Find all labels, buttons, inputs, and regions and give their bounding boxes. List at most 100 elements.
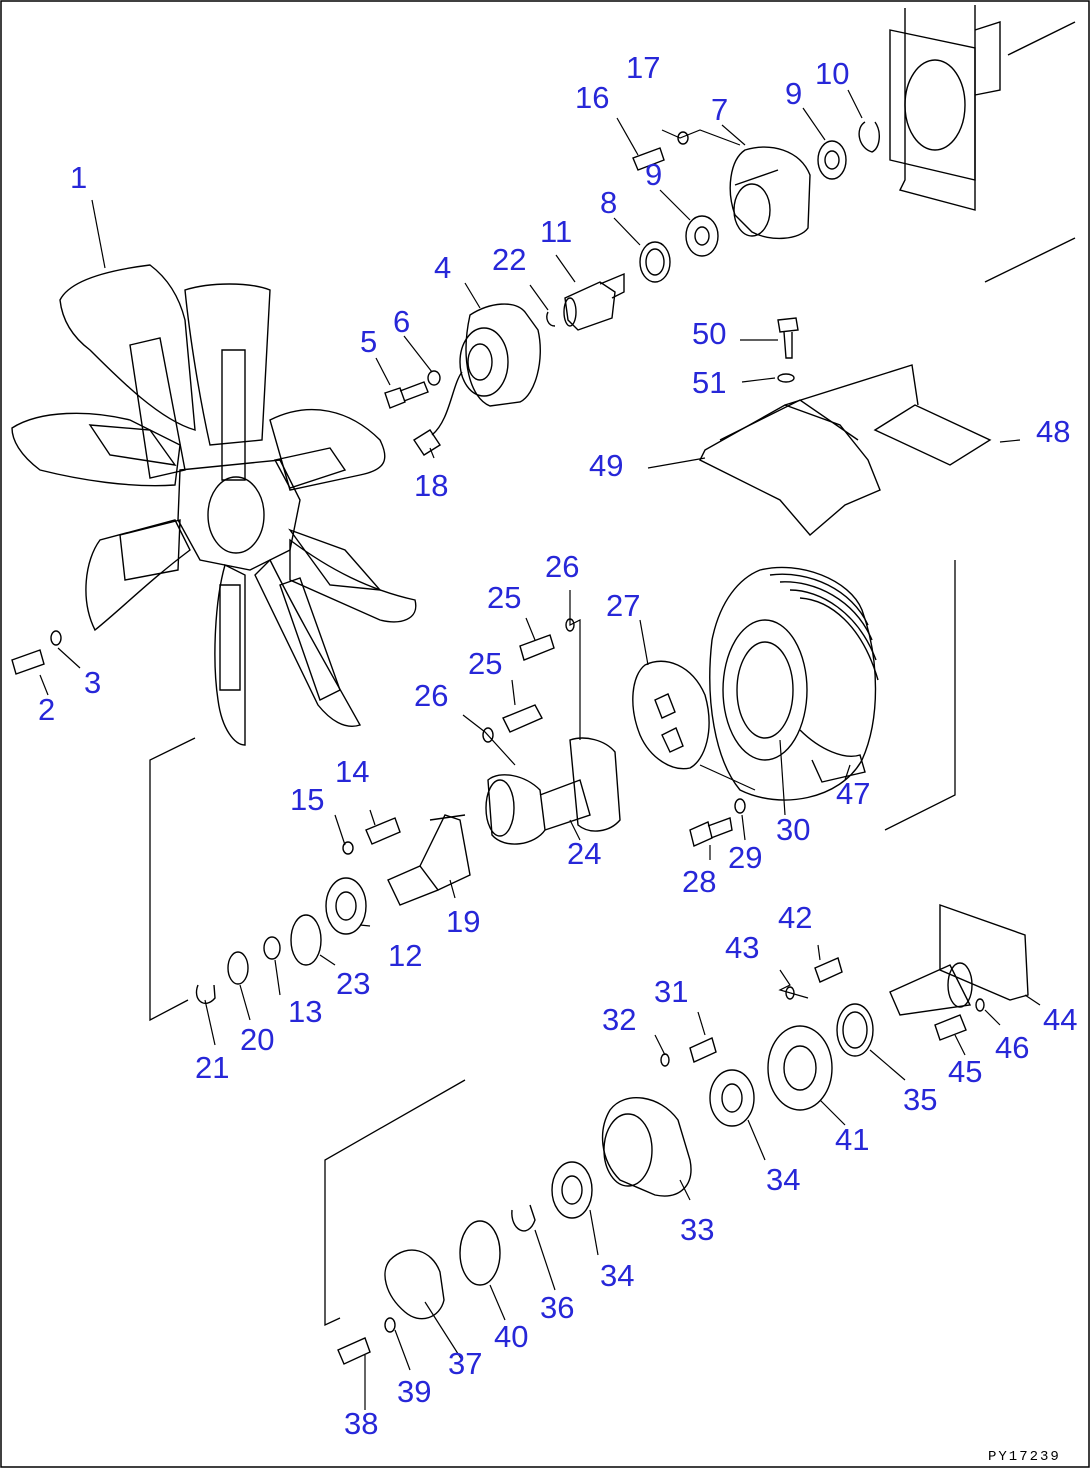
callout-47: 47: [836, 776, 870, 811]
housing-7: [729, 146, 811, 240]
washer-15: [342, 841, 354, 855]
callout-8: 8: [600, 185, 617, 220]
callout-46: 46: [995, 1030, 1029, 1065]
washer-17: [677, 131, 689, 145]
group-bracket-lines: [149, 560, 956, 1327]
leader-lines: [39, 89, 1041, 1410]
callout-41: 41: [835, 1122, 869, 1157]
callout-36: 36: [540, 1290, 574, 1325]
fan-blade-assembly: [11, 264, 417, 746]
callout-24: 24: [567, 836, 601, 871]
shaft-19: [387, 814, 471, 906]
callout-2: 2: [38, 692, 55, 727]
bearing-9a: [685, 215, 719, 257]
callout-48: 48: [1036, 414, 1070, 449]
cover-37: [384, 1249, 445, 1320]
callout-22: 22: [492, 242, 526, 277]
callout-15: 15: [290, 782, 324, 817]
callout-9a: 9: [645, 157, 662, 192]
callout-40: 40: [494, 1319, 528, 1354]
callout-31: 31: [654, 974, 688, 1009]
bolt-25b: [502, 704, 543, 733]
o-ring-23: [290, 914, 322, 966]
callout-21: 21: [195, 1050, 229, 1085]
callout-34b: 34: [600, 1258, 634, 1293]
bearing-13: [263, 936, 281, 960]
bolt-14: [365, 817, 401, 845]
callout-35: 35: [903, 1082, 937, 1117]
washer-51: [777, 373, 795, 383]
seal-35: [836, 1003, 874, 1057]
callout-27: 27: [606, 588, 640, 623]
washer-6: [427, 370, 441, 386]
callout-44: 44: [1043, 1002, 1077, 1037]
washer-43: [785, 986, 795, 1000]
bearing-9b: [817, 140, 847, 180]
bolt-25a: [519, 634, 555, 661]
callout-12: 12: [388, 938, 422, 973]
bolt-16: [632, 147, 665, 171]
housing-33: [601, 1096, 692, 1197]
cover-41: [767, 1025, 833, 1111]
callout-51: 51: [692, 365, 726, 400]
callout-25a: 25: [487, 580, 521, 615]
callout-labels: 1 2 3 4 5 6 7 8 9 9 10 11 12 13 14 15 16…: [38, 50, 1077, 1441]
callout-37: 37: [448, 1346, 482, 1381]
cover-12: [325, 877, 367, 935]
callout-26b: 26: [414, 678, 448, 713]
callout-50: 50: [692, 316, 726, 351]
washer-32: [660, 1053, 670, 1067]
bolt-5: [384, 381, 429, 409]
callout-5: 5: [360, 324, 377, 359]
callout-16: 16: [575, 80, 609, 115]
washer-39: [384, 1317, 396, 1333]
callout-39: 39: [397, 1374, 431, 1409]
washer-29: [734, 798, 746, 814]
callout-17: 17: [626, 50, 660, 85]
bolt-42: [814, 957, 843, 983]
callout-49: 49: [589, 448, 623, 483]
snap-ring-22: [546, 311, 556, 327]
snap-ring-10: [858, 121, 880, 153]
crank-pulley-30: [709, 566, 879, 801]
bolt-38: [337, 1337, 371, 1365]
callout-42: 42: [778, 900, 812, 935]
washer-3: [50, 630, 62, 646]
bolt-50: [777, 317, 799, 359]
plate-27: [632, 660, 710, 770]
seal-8: [639, 241, 671, 283]
callout-20: 20: [240, 1022, 274, 1057]
callout-19: 19: [446, 904, 480, 939]
o-ring-40: [459, 1220, 501, 1286]
callout-7: 7: [711, 92, 728, 127]
bolt-2: [11, 649, 45, 675]
coupling-24: [485, 737, 621, 845]
callout-14: 14: [335, 754, 369, 789]
callout-28: 28: [682, 864, 716, 899]
fan-pulley-4: [459, 303, 541, 407]
grease-fitting-18: [413, 371, 463, 456]
callout-25b: 25: [468, 646, 502, 681]
guard-48: [873, 404, 992, 466]
callout-43: 43: [725, 930, 759, 965]
snap-ring-36: [511, 1204, 536, 1232]
callout-34a: 34: [766, 1162, 800, 1197]
callout-45: 45: [948, 1054, 982, 1089]
bracket-top-right: [889, 5, 1076, 283]
callout-6: 6: [393, 304, 410, 339]
callout-23: 23: [336, 966, 370, 1001]
callout-10: 10: [815, 56, 849, 91]
callout-32: 32: [602, 1002, 636, 1037]
bearing-34a: [709, 1069, 755, 1127]
callout-4: 4: [434, 250, 451, 285]
bolt-28: [689, 817, 733, 847]
callout-11: 11: [540, 214, 572, 249]
washer-46: [975, 998, 985, 1012]
callout-13: 13: [288, 994, 322, 1029]
snap-ring-21: [195, 984, 216, 1004]
washer-26b: [482, 727, 494, 743]
callout-38: 38: [344, 1406, 378, 1441]
callout-30: 30: [776, 812, 810, 847]
